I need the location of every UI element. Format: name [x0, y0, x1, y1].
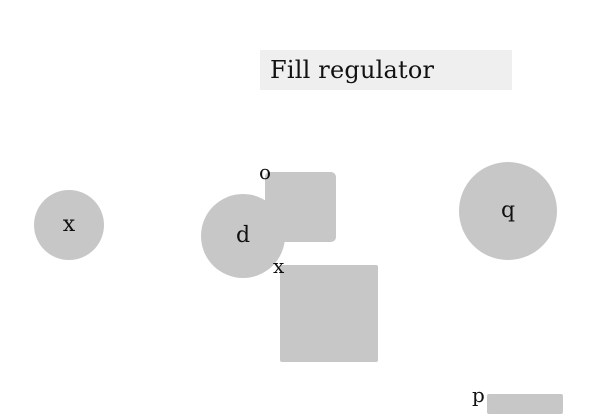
circle-x[interactable]: x [34, 190, 104, 260]
fill-regulator-title: Fill regulator [260, 50, 512, 90]
circle-d-label: d [235, 223, 251, 248]
circle-d[interactable]: d [201, 194, 285, 278]
circle-q[interactable]: q [459, 162, 557, 260]
rounded-square-o-label: o [259, 160, 272, 184]
square-x[interactable] [280, 265, 378, 362]
bar-p-label: p [472, 383, 485, 407]
circle-x-label: x [62, 212, 76, 237]
circle-q-label: q [500, 198, 516, 223]
square-x-label: x [273, 254, 285, 278]
bar-p[interactable] [487, 394, 563, 414]
